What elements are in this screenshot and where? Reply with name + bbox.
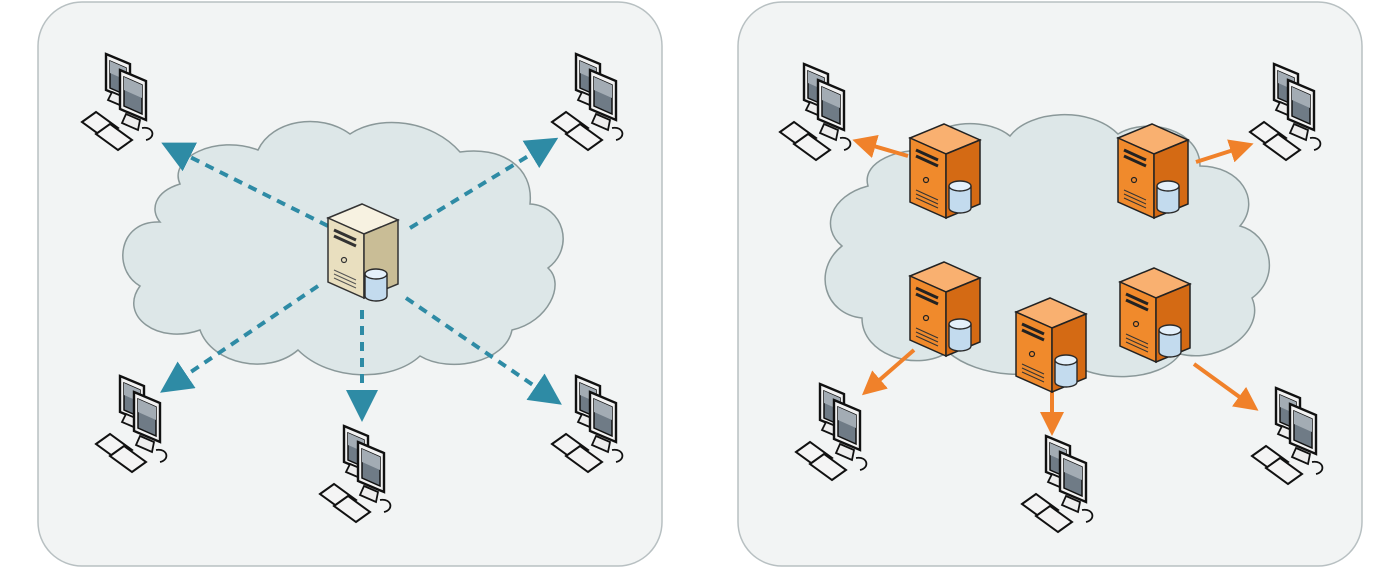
link-to-client-bottom-left: [160, 284, 320, 393]
server: [326, 202, 400, 302]
database-icon: [948, 180, 972, 214]
link-to-client-bottom-right: [404, 296, 562, 405]
server: [1014, 296, 1088, 394]
link-to-client-top-right: [1195, 139, 1254, 164]
link-to-client-bottom-left: [861, 348, 916, 396]
links: [852, 134, 1259, 436]
database-icon: [1054, 354, 1078, 388]
left-panel: [37, 1, 663, 567]
database-icon: [364, 268, 388, 302]
server: [1118, 266, 1192, 364]
server: [908, 122, 982, 220]
link-to-client-top-left: [852, 134, 909, 158]
database-icon: [1158, 324, 1182, 358]
link-to-client-top-left: [161, 142, 329, 228]
server: [1116, 122, 1190, 220]
server: [908, 260, 982, 358]
links: [160, 137, 562, 422]
link-to-client-bottom-right: [1192, 362, 1259, 411]
right-panel: [737, 1, 1363, 567]
database-icon: [1156, 180, 1180, 214]
link-to-client-top-right: [408, 137, 559, 230]
database-icon: [948, 318, 972, 352]
